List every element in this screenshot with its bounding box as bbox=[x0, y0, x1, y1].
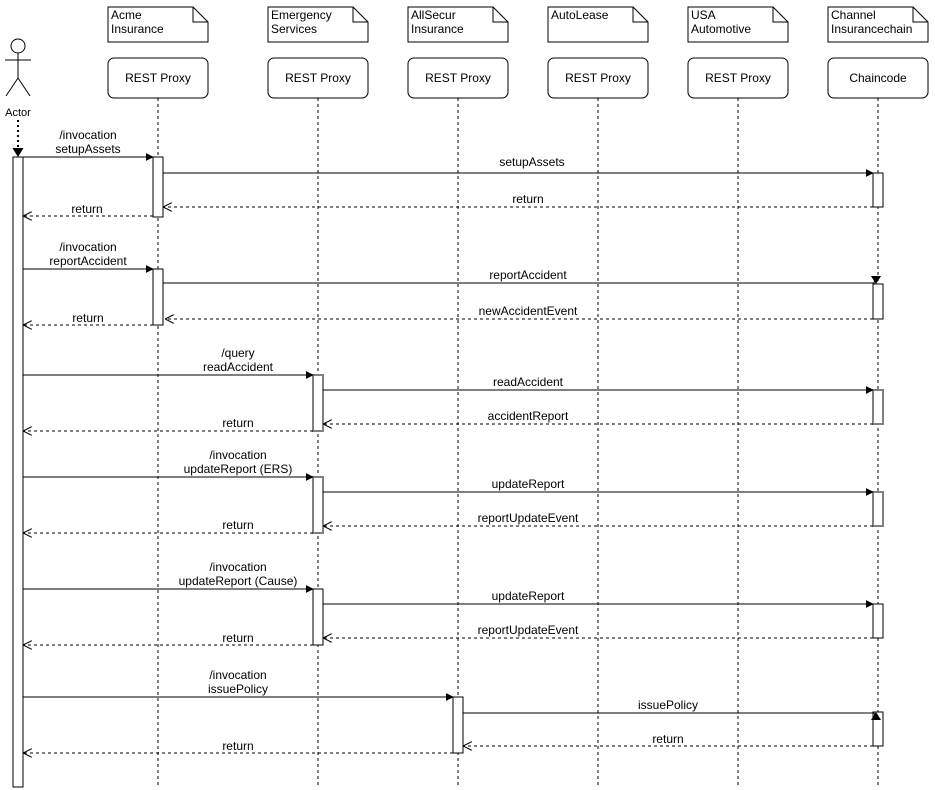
message-label: setupAssets bbox=[499, 155, 564, 169]
note-emergency-line1: Emergency bbox=[271, 8, 332, 22]
note-usa-line2: Automotive bbox=[691, 22, 751, 36]
activation-emergency-1 bbox=[312, 374, 324, 432]
activation-actor bbox=[12, 156, 24, 788]
message-label: issuePolicy bbox=[638, 698, 698, 712]
actor-leg-right bbox=[17, 77, 31, 97]
box-autolease-label: REST Proxy bbox=[565, 71, 631, 85]
note-allsecur-line2: Insurance bbox=[411, 22, 464, 36]
note-autolease-line1: AutoLease bbox=[551, 8, 609, 22]
message-line bbox=[463, 712, 877, 721]
activations bbox=[12, 156, 884, 788]
box-allsecur-label: REST Proxy bbox=[425, 71, 491, 85]
message-label: updateReport bbox=[492, 589, 565, 603]
message-label: return bbox=[222, 416, 253, 430]
activation-allsecur-1 bbox=[452, 696, 464, 754]
message-label: reportAccident bbox=[489, 268, 567, 282]
message-label: readAccident bbox=[493, 375, 564, 389]
messages: /invocation setupAssets setupAssets retu… bbox=[23, 128, 881, 753]
box-emergency-label: REST Proxy bbox=[285, 71, 351, 85]
activation-channel-1 bbox=[872, 172, 884, 208]
note-allsecur-line1: AllSecur bbox=[411, 8, 456, 22]
activation-emergency-3 bbox=[312, 588, 324, 646]
note-allsecur: AllSecur Insurance bbox=[407, 6, 509, 43]
box-channel-label: Chaincode bbox=[849, 71, 907, 85]
actor-head-icon bbox=[10, 38, 26, 54]
box-allsecur: REST Proxy bbox=[407, 57, 509, 99]
note-acme-line2: Insurance bbox=[111, 22, 164, 36]
note-usa: USA Automotive bbox=[687, 6, 789, 43]
message-label: return bbox=[72, 311, 103, 325]
message-label: updateReport (ERS) bbox=[184, 462, 293, 476]
actor-label: Actor bbox=[5, 107, 31, 119]
note-emergency: Emergency Services bbox=[267, 6, 369, 43]
message-label: return bbox=[222, 739, 253, 753]
box-autolease: REST Proxy bbox=[547, 57, 649, 99]
message-label: return bbox=[652, 732, 683, 746]
message-label: setupAssets bbox=[55, 142, 120, 156]
note-acme: Acme Insurance bbox=[107, 6, 209, 43]
message-label: issuePolicy bbox=[208, 682, 268, 696]
activation-channel-4 bbox=[872, 491, 884, 527]
box-acme: REST Proxy bbox=[107, 57, 209, 99]
activation-channel-6 bbox=[872, 711, 884, 747]
note-emergency-line2: Services bbox=[271, 22, 317, 36]
box-usa: REST Proxy bbox=[687, 57, 789, 99]
message-label: return bbox=[222, 631, 253, 645]
activation-channel-5 bbox=[872, 603, 884, 639]
message-label: reportUpdateEvent bbox=[478, 511, 579, 525]
box-channel: Chaincode bbox=[827, 57, 929, 99]
actor: Actor bbox=[5, 38, 31, 157]
activation-acme-1 bbox=[152, 156, 164, 218]
message-label: /invocation bbox=[59, 240, 116, 254]
activation-channel-3 bbox=[872, 389, 884, 425]
box-acme-label: REST Proxy bbox=[125, 71, 191, 85]
actor-arrowhead-icon bbox=[12, 147, 24, 157]
message-label: readAccident bbox=[203, 360, 274, 374]
message-label: /invocation bbox=[209, 448, 266, 462]
message-label: reportAccident bbox=[49, 254, 127, 268]
activation-channel-2 bbox=[872, 283, 884, 320]
box-emergency: REST Proxy bbox=[267, 57, 369, 99]
message-label: accidentReport bbox=[488, 409, 569, 423]
participant-boxes: REST Proxy REST Proxy REST Proxy REST Pr… bbox=[107, 57, 929, 99]
message-label: return bbox=[512, 192, 543, 206]
message-label: /invocation bbox=[209, 668, 266, 682]
message-label: /invocation bbox=[209, 560, 266, 574]
note-channel: Channel Insurancechain bbox=[827, 6, 929, 43]
message-label: reportUpdateEvent bbox=[478, 623, 579, 637]
message-label: updateReport (Cause) bbox=[179, 574, 298, 588]
actor-leg-left bbox=[5, 77, 19, 97]
message-label: /query bbox=[221, 346, 254, 360]
message-label: newAccidentEvent bbox=[479, 304, 578, 318]
message-label: /invocation bbox=[59, 128, 116, 142]
activation-emergency-2 bbox=[312, 476, 324, 534]
note-usa-line1: USA bbox=[691, 8, 716, 22]
note-autolease: AutoLease bbox=[547, 6, 649, 43]
message-arrowhead-icon bbox=[871, 276, 881, 284]
note-acme-line1: Acme bbox=[111, 8, 142, 22]
message-label: return bbox=[71, 202, 102, 216]
note-channel-line1: Channel bbox=[831, 8, 876, 22]
message-arrowhead-icon bbox=[871, 712, 881, 720]
note-channel-line2: Insurancechain bbox=[831, 22, 912, 36]
message-label: return bbox=[222, 518, 253, 532]
message-label: updateReport bbox=[492, 477, 565, 491]
box-usa-label: REST Proxy bbox=[705, 71, 771, 85]
lifelines bbox=[17, 98, 879, 788]
participant-notes: Acme Insurance Emergency Services AllSec… bbox=[107, 6, 929, 43]
activation-acme-2 bbox=[152, 268, 164, 326]
